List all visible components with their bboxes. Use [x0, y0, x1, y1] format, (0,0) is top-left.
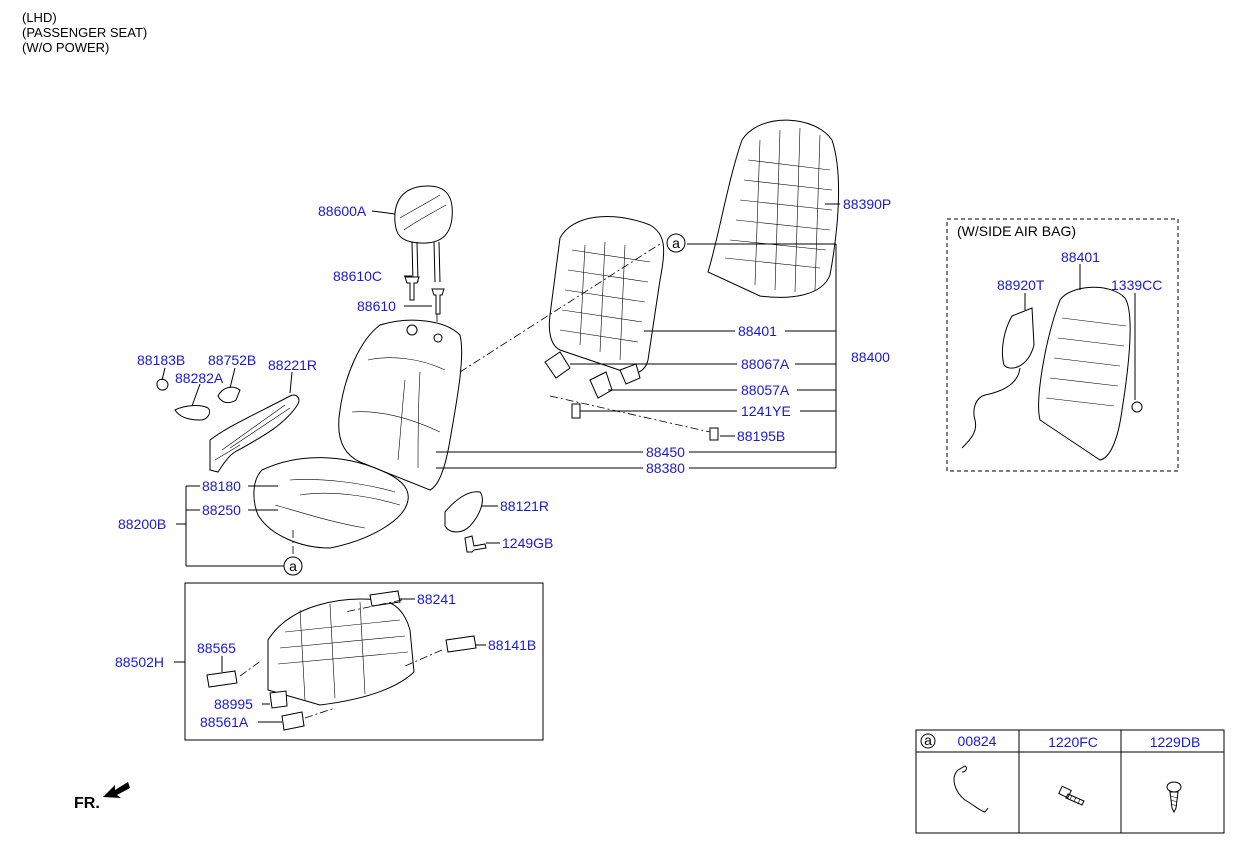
seat-back-panel-drawing: [707, 119, 840, 298]
label-88121R[interactable]: 88121R: [500, 498, 549, 514]
fastener-table: a 00824 1220FC 1229DB: [915, 729, 1225, 834]
label-88600A[interactable]: 88600A: [318, 203, 367, 219]
label-88400[interactable]: 88400: [851, 349, 890, 365]
side-airbag-title: (W/SIDE AIR BAG): [957, 223, 1076, 239]
label-88241[interactable]: 88241: [417, 591, 456, 607]
label-88195B[interactable]: 88195B: [737, 428, 785, 444]
front-indicator-label: FR.: [74, 795, 100, 812]
seat-back-frame-drawing: [544, 215, 719, 441]
label-88380[interactable]: 88380: [646, 460, 685, 476]
front-arrow-icon: [103, 782, 130, 798]
side-airbag-box: [946, 218, 1179, 472]
clip-00824-icon: [953, 765, 989, 813]
label-88221R[interactable]: 88221R: [268, 357, 317, 373]
label-88752B[interactable]: 88752B: [208, 352, 256, 368]
label-88282A[interactable]: 88282A: [175, 370, 224, 386]
label-88180[interactable]: 88180: [202, 478, 241, 494]
label-88610[interactable]: 88610: [357, 298, 396, 314]
label-88565[interactable]: 88565: [197, 640, 236, 656]
label-88502H[interactable]: 88502H: [115, 654, 164, 670]
label-88450[interactable]: 88450: [646, 444, 685, 460]
label-88183B[interactable]: 88183B: [137, 352, 185, 368]
headrest-drawing: [394, 185, 453, 283]
ref-marker-a-bottom: a: [283, 556, 303, 576]
label-88920T[interactable]: 88920T: [997, 277, 1045, 293]
header-lhd: (LHD): [22, 10, 57, 25]
label-88610C[interactable]: 88610C: [333, 268, 382, 284]
side-airbag-frame-drawing: [961, 286, 1143, 461]
label-88200B[interactable]: 88200B: [118, 516, 166, 532]
label-1241YE[interactable]: 1241YE: [741, 403, 791, 419]
label-1249GB[interactable]: 1249GB: [502, 535, 553, 551]
label-1339CC[interactable]: 1339CC: [1111, 277, 1162, 293]
leader-lines: [161, 203, 840, 723]
seat-cushion-drawing: [253, 457, 409, 549]
label-88390P[interactable]: 88390P: [843, 196, 891, 212]
table-header-00824[interactable]: 00824: [958, 733, 997, 749]
label-88561A[interactable]: 88561A: [200, 714, 249, 730]
label-88995[interactable]: 88995: [214, 696, 253, 712]
seat-back-cover-drawing: [338, 319, 463, 491]
side-cover-drawing: [444, 491, 487, 553]
label-88401[interactable]: 88401: [738, 323, 777, 339]
side-shield-drawing: [156, 378, 300, 473]
diagram-header: (LHD) (PASSENGER SEAT) (W/O POWER): [22, 10, 147, 55]
ref-marker-a-top: a: [666, 233, 686, 253]
label-airbag-88401[interactable]: 88401: [1061, 249, 1100, 265]
seat-track-drawing: [206, 590, 477, 731]
label-88250[interactable]: 88250: [202, 502, 241, 518]
svg-text:a: a: [672, 235, 680, 251]
table-header-1229DB[interactable]: 1229DB: [1150, 734, 1201, 750]
header-passenger-seat: (PASSENGER SEAT): [22, 25, 148, 40]
label-88067A[interactable]: 88067A: [741, 356, 790, 372]
header-without-power: (W/O POWER): [22, 40, 110, 55]
headrest-guide-drawing: [404, 276, 445, 315]
label-88057A[interactable]: 88057A: [741, 382, 790, 398]
screw-1229DB-icon: [1166, 781, 1182, 814]
svg-text:a: a: [289, 558, 297, 574]
table-marker-a: a: [924, 732, 932, 748]
screw-1220FC-icon: [1058, 785, 1085, 806]
table-header-1220FC[interactable]: 1220FC: [1048, 734, 1098, 750]
label-88141B[interactable]: 88141B: [488, 637, 536, 653]
